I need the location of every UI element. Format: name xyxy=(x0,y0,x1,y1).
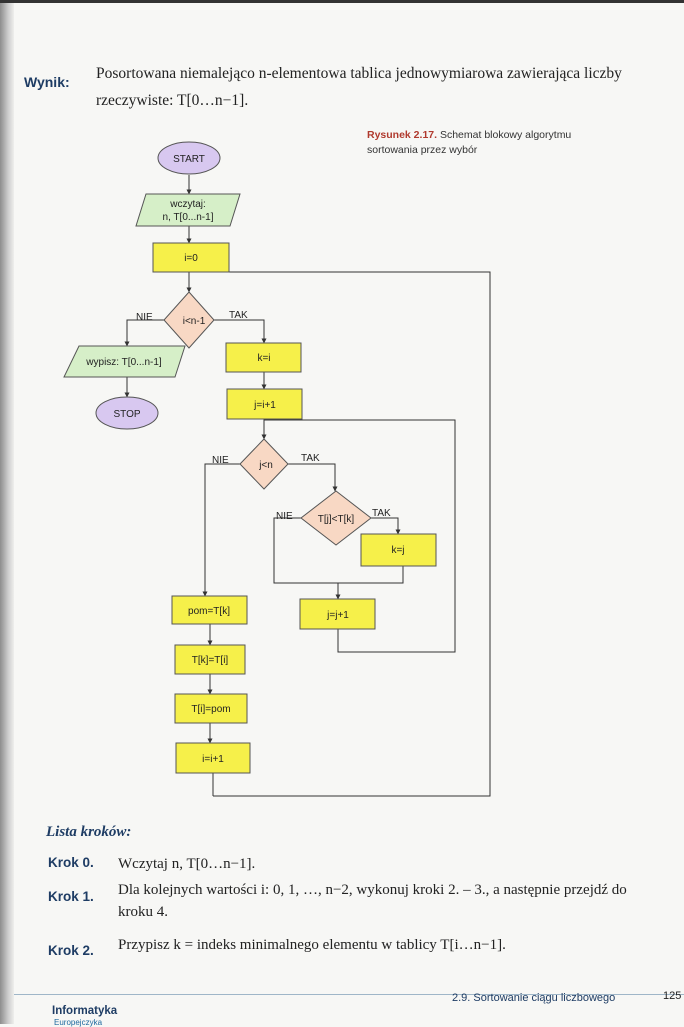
step-label: Krok 0. xyxy=(48,855,94,870)
process-k-eq-i-label: k=i xyxy=(257,353,270,364)
output-block: wypisz: T[0...n-1] xyxy=(63,345,186,378)
step-text: Przypisz k = indeks minimalnego elementu… xyxy=(118,937,506,953)
footer-book-title: Informatyka xyxy=(52,1005,118,1017)
input-label-2: n, T[0...n-1] xyxy=(163,212,214,223)
decision-compare-label: T[j]<T[k] xyxy=(318,514,355,525)
process-inc-i-label: i=i+1 xyxy=(202,754,224,765)
footer-section: 2.9. Sortowanie ciągu liczbowego xyxy=(452,992,616,1004)
process-swap-3: T[i]=pom xyxy=(174,693,248,724)
figure-label: Rysunek 2.17. xyxy=(367,129,438,141)
step-text: Wczytaj n, T[0…n−1]. xyxy=(118,856,256,872)
yes-label-inner: TAK xyxy=(301,453,320,464)
process-k-eq-j: k=j xyxy=(360,533,437,567)
start-label: START xyxy=(173,154,205,165)
figure-caption: Rysunek 2.17. Schemat blokowy algorytmu … xyxy=(367,128,617,158)
output-label: wypisz: T[0...n-1] xyxy=(85,357,162,368)
process-k-eq-i: k=i xyxy=(225,342,302,373)
decision-inner: j<n xyxy=(239,438,289,490)
result-label: Wynik: xyxy=(24,74,70,90)
footer-divider xyxy=(14,994,684,995)
decision-compare: T[j]<T[k] xyxy=(300,490,372,546)
no-label-outer: NIE xyxy=(136,312,153,323)
step-label: Krok 2. xyxy=(48,943,94,958)
footer-publisher: Europejczyka xyxy=(54,1018,103,1027)
no-label-compare: NIE xyxy=(276,511,293,522)
process-inc-j-label: j=j+1 xyxy=(326,610,349,621)
process-swap-2: T[k]=T[i] xyxy=(174,644,246,675)
start-terminal: START xyxy=(157,141,221,175)
decision-inner-label: j<n xyxy=(258,460,273,471)
process-k-eq-j-label: k=j xyxy=(391,545,404,556)
process-swap-3-label: T[i]=pom xyxy=(191,704,230,715)
top-edge xyxy=(0,0,684,3)
steps-heading: Lista kroków: xyxy=(46,824,132,840)
yes-label-outer: TAK xyxy=(229,310,248,321)
no-label-inner: NIE xyxy=(212,455,229,466)
process-swap-1-label: pom=T[k] xyxy=(188,606,230,617)
stop-terminal: STOP xyxy=(95,396,159,430)
page-number: 125 xyxy=(663,990,682,1002)
yes-label-compare: TAK xyxy=(372,508,391,519)
decision-outer: i<n-1 xyxy=(163,291,215,349)
stop-label: STOP xyxy=(113,409,140,420)
process-swap-2-label: T[k]=T[i] xyxy=(192,655,229,666)
book-spine-shadow xyxy=(0,0,14,1024)
decision-outer-label: i<n-1 xyxy=(183,316,206,327)
input-label-1: wczytaj: xyxy=(169,199,206,210)
process-swap-1: pom=T[k] xyxy=(171,595,248,625)
result-text: Posortowana niemalejąco n-elementowa tab… xyxy=(96,65,622,109)
process-j-eq-i1-label: j=i+1 xyxy=(253,400,276,411)
step-label: Krok 1. xyxy=(48,889,94,904)
input-block: wczytaj: n, T[0...n-1] xyxy=(135,193,241,227)
process-j-eq-i1: j=i+1 xyxy=(226,388,303,420)
process-inc-j: j=j+1 xyxy=(299,598,376,630)
step-text: Dla kolejnych wartości i: 0, 1, …, n−2, … xyxy=(118,882,627,920)
process-init-i-label: i=0 xyxy=(184,253,198,264)
process-init-i: i=0 xyxy=(152,242,230,273)
process-inc-i: i=i+1 xyxy=(175,742,251,774)
figure-caption-text: Schemat blokowy algorytmu sortowania prz… xyxy=(367,129,572,156)
flowchart: START wczytaj: n, T[0...n-1] i=0 i<n-1 N… xyxy=(63,141,491,797)
